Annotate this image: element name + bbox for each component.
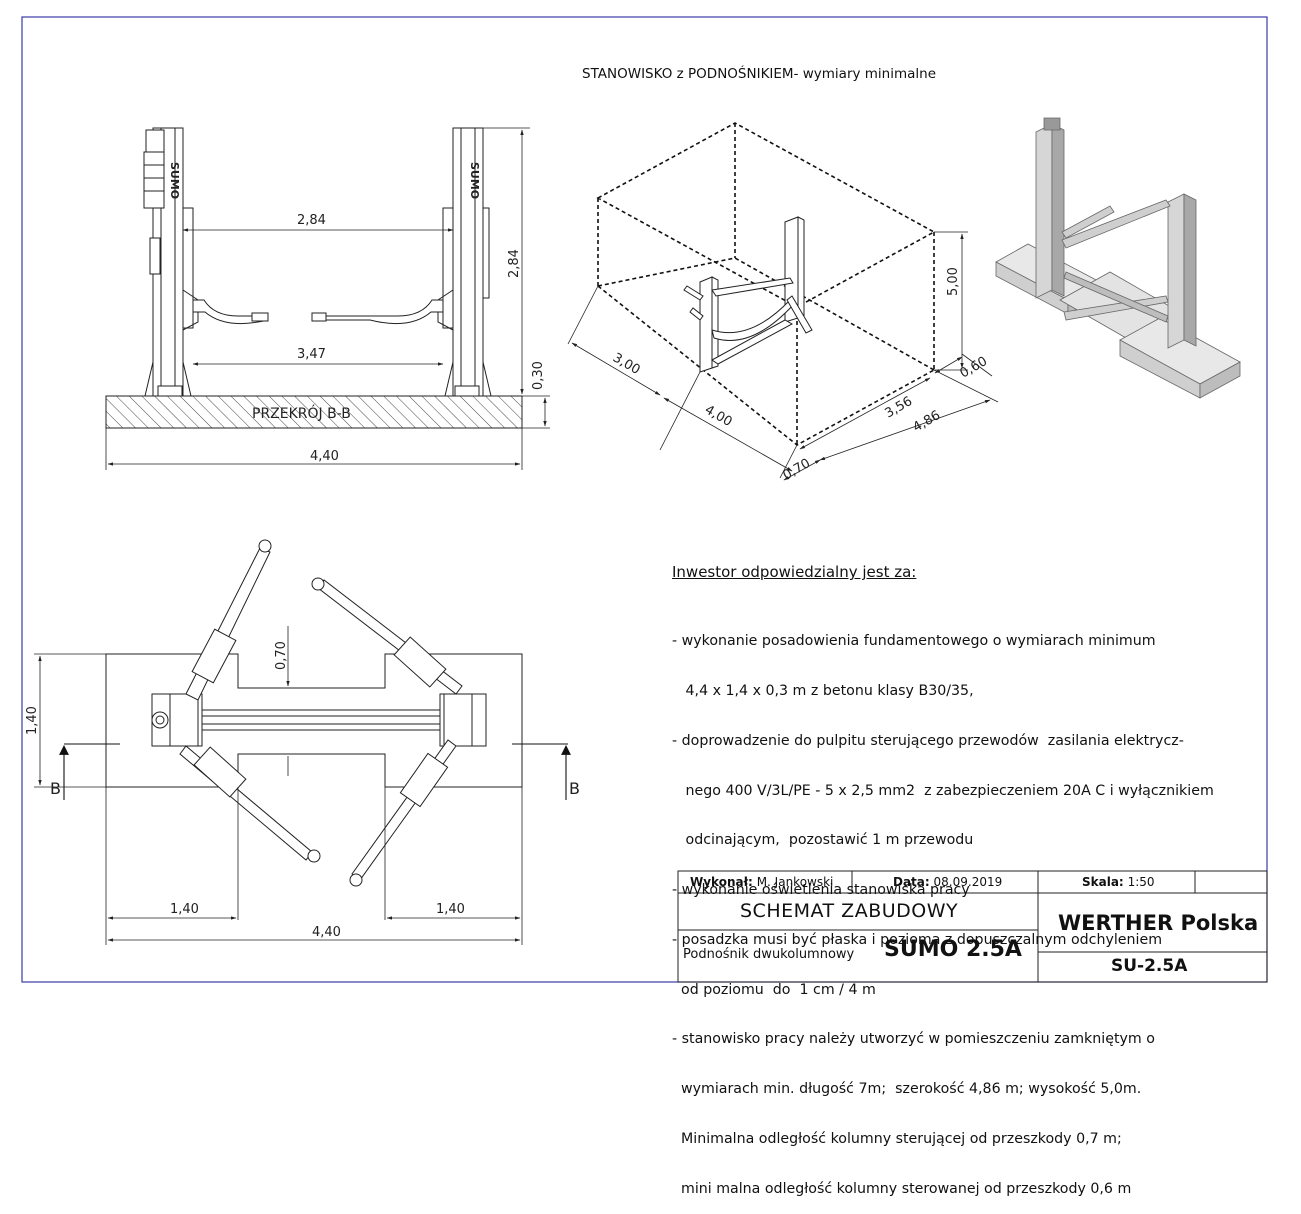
plan-arm-bottom-right bbox=[349, 739, 457, 887]
dim-front-depth: 0,30 bbox=[531, 361, 546, 390]
dim-iso-depth: 3,00 bbox=[610, 350, 643, 377]
iso-dimensions bbox=[567, 231, 999, 481]
column-brand-right: SUMO bbox=[468, 162, 481, 199]
investor-line: - wykonanie posadowienia fundamentowego … bbox=[672, 633, 1156, 650]
svg-text:SUMO: SUMO bbox=[168, 162, 181, 199]
scale-value: 1:50 bbox=[1127, 875, 1155, 889]
product-label: Podnośnik dwukolumnowy bbox=[683, 947, 855, 962]
investor-line: wymiarach min. długość 7m; szerokość 4,8… bbox=[672, 1081, 1142, 1098]
product-name: SUMO 2.5A bbox=[884, 937, 1022, 962]
dim-plan-left-pad: 1,40 bbox=[170, 902, 199, 917]
svg-text:SUMO: SUMO bbox=[468, 162, 481, 199]
front-view-dimensions bbox=[105, 127, 550, 470]
date-value: 08.09.2019 bbox=[933, 875, 1003, 889]
dim-plan-right-pad: 1,40 bbox=[436, 902, 465, 917]
plan-arm-top-left bbox=[185, 539, 272, 701]
render-3d bbox=[995, 117, 1241, 399]
dim-front-clear-width: 2,84 bbox=[297, 213, 326, 228]
foundation-slab bbox=[105, 395, 523, 429]
dim-plan-total-length: 4,40 bbox=[312, 925, 341, 940]
drawing-title: SCHEMAT ZABUDOWY bbox=[740, 900, 959, 922]
title-block-grid bbox=[677, 870, 1268, 983]
company-name: WERTHER Polska bbox=[1058, 911, 1259, 935]
scale-label: Skala: bbox=[1082, 875, 1124, 889]
left-column bbox=[143, 127, 199, 397]
dim-iso-height: 5,00 bbox=[946, 267, 961, 296]
dim-front-total-width: 4,40 bbox=[310, 449, 339, 464]
plan-arm-top-right bbox=[311, 577, 463, 695]
title-block-author: Wykonał: M. Jankowski bbox=[690, 875, 833, 889]
dim-iso-length: 4,00 bbox=[702, 402, 735, 429]
dim-iso-total-width: 4,86 bbox=[911, 408, 944, 435]
iso-lift bbox=[683, 216, 813, 373]
dim-front-arm-span: 3,47 bbox=[297, 347, 326, 362]
dim-iso-column-span: 3,56 bbox=[883, 394, 916, 421]
column-brand-left: SUMO bbox=[168, 162, 181, 199]
date-label: Data: bbox=[893, 875, 930, 889]
title-block-date: Data: 08.09.2019 bbox=[893, 875, 1002, 889]
plan-view bbox=[105, 539, 523, 887]
dim-plan-width: 1,40 bbox=[25, 706, 40, 735]
section-mark-left-letter: B bbox=[50, 779, 61, 798]
plan-dimensions bbox=[34, 626, 523, 945]
investor-line: od poziomu do 1 cm / 4 m bbox=[672, 981, 876, 998]
section-marks bbox=[59, 743, 571, 800]
plan-arm-bottom-left bbox=[179, 745, 321, 863]
investor-line: 4,4 x 1,4 x 0,3 m z betonu klasy B30/35, bbox=[672, 682, 974, 699]
drawing-code: SU-2.5A bbox=[1111, 956, 1188, 976]
investor-line: - wykonanie oświetlenia stanowiska pracy bbox=[672, 882, 970, 899]
investor-heading: Inwestor odpowiedzialny jest za: bbox=[672, 563, 917, 581]
dim-front-height: 2,84 bbox=[507, 249, 522, 278]
drawing-sheet: SUMO SUMO 2,84 3,47 2,84 0,30 4,40 PRZEK… bbox=[21, 16, 1268, 983]
section-label-bb: PRZEKRÓJ B-B bbox=[252, 404, 351, 422]
investor-line: - posadzka musi być płaska i pozioma z d… bbox=[672, 931, 1163, 948]
front-view bbox=[105, 127, 523, 429]
investor-line: odcinającym, pozostawić 1 m przewodu bbox=[672, 832, 974, 849]
investor-line: Minimalna odległość kolumny sterującej o… bbox=[672, 1131, 1122, 1147]
author-value: M. Jankowski bbox=[756, 875, 834, 889]
right-column bbox=[437, 127, 492, 397]
dim-iso-front-offset: 0,70 bbox=[781, 456, 814, 483]
dim-plan-recess: 0,70 bbox=[274, 641, 289, 670]
sheet-border bbox=[21, 16, 1268, 983]
investor-line: mini malna odległość kolumny sterowanej … bbox=[672, 1180, 1132, 1197]
page-heading: STANOWISKO z PODNOŚNIKIEM- wymiary minim… bbox=[582, 66, 937, 82]
right-arm bbox=[317, 299, 444, 325]
section-mark-right-letter: B bbox=[569, 779, 580, 798]
title-block-scale: Skala: 1:50 bbox=[1082, 875, 1155, 889]
author-label: Wykonał: bbox=[690, 875, 753, 889]
investor-line: - doprowadzenie do pulpitu sterującego p… bbox=[672, 732, 1184, 749]
investor-line: nego 400 V/3L/PE - 5 x 2,5 mm2 z zabezpi… bbox=[672, 782, 1214, 799]
investor-line: - stanowisko pracy należy utworzyć w pom… bbox=[672, 1031, 1155, 1048]
